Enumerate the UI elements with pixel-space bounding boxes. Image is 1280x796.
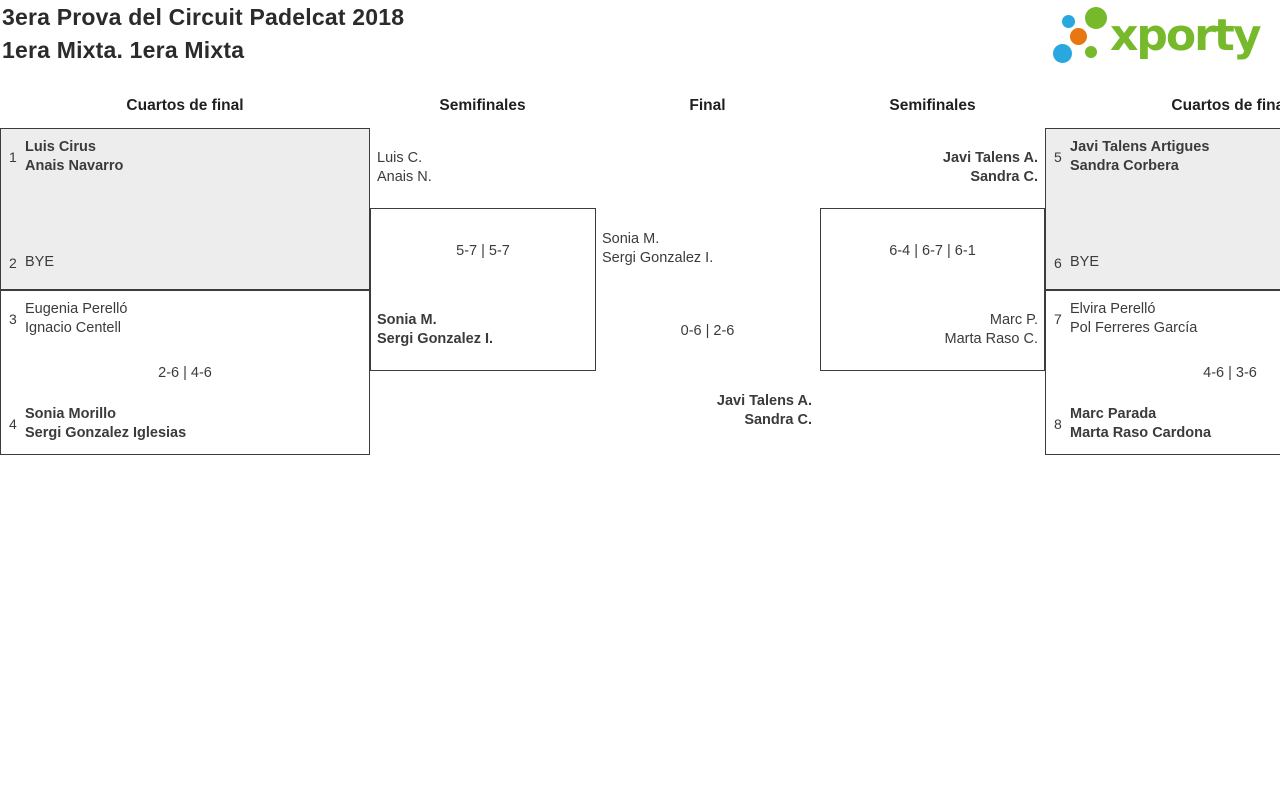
team-entry: 3 Eugenia Perelló Ignacio Centell bbox=[9, 300, 361, 338]
bye-label: BYE bbox=[25, 253, 54, 272]
team-name-line: Sergi Gonzalez I. bbox=[602, 250, 714, 266]
match-box-left-sf: 5-7 | 5-7 bbox=[370, 208, 596, 371]
seed-number: 1 bbox=[9, 149, 17, 165]
team-name-line: Sonia M. bbox=[377, 312, 437, 328]
team-entry: 2 BYE bbox=[9, 253, 361, 272]
logo-dot-icon bbox=[1062, 15, 1075, 28]
team-name-line: Sonia M. bbox=[602, 231, 660, 247]
team-label-final-top: Sonia M. Sergi Gonzalez I. bbox=[602, 230, 713, 268]
team-names: Javi Talens Artigues Sandra Corbera bbox=[1070, 138, 1209, 176]
match-box-right-sf: 6-4 | 6-7 | 6-1 bbox=[820, 208, 1045, 371]
team-name-line: Luis Cirus bbox=[25, 139, 96, 155]
team-entry: 4 Sonia Morillo Sergi Gonzalez Iglesias bbox=[9, 405, 361, 443]
team-name-line: Sandra C. bbox=[744, 412, 812, 428]
team-label-right-sf-bottom: Marc P. Marta Raso C. bbox=[820, 311, 1038, 349]
team-entry: 7 Elvira Perelló Pol Ferreres García bbox=[1054, 300, 1280, 338]
logo-dot-icon bbox=[1085, 46, 1097, 58]
team-names: Elvira Perelló Pol Ferreres García bbox=[1070, 300, 1197, 338]
match-score: 5-7 | 5-7 bbox=[456, 243, 510, 259]
match-box-right-qf-1: 5 Javi Talens Artigues Sandra Corbera 6 … bbox=[1045, 128, 1280, 290]
category-subtitle: 1era Mixta. 1era Mixta bbox=[2, 37, 245, 63]
team-name-line: Sandra Corbera bbox=[1070, 158, 1179, 174]
logo-dot-icon bbox=[1070, 28, 1087, 45]
match-score: 2-6 | 4-6 bbox=[158, 364, 212, 381]
match-score: 6-4 | 6-7 | 6-1 bbox=[889, 243, 976, 259]
tournament-title: 3era Prova del Circuit Padelcat 2018 bbox=[2, 4, 405, 30]
team-name-line: Luis C. bbox=[377, 150, 423, 166]
team-name-line: BYE bbox=[1070, 254, 1100, 270]
seed-number: 4 bbox=[9, 416, 17, 432]
bye-label: BYE bbox=[1070, 253, 1099, 272]
final-score: 0-6 | 2-6 bbox=[680, 323, 735, 339]
xporty-logo[interactable]: xporty bbox=[1048, 0, 1280, 80]
team-name-line: Anais Navarro bbox=[25, 158, 124, 174]
team-label-right-sf-top: Javi Talens A. Sandra C. bbox=[820, 149, 1038, 187]
seed-number: 7 bbox=[1054, 311, 1062, 327]
team-name-line: Marta Raso C. bbox=[944, 331, 1038, 347]
seed-number: 3 bbox=[9, 311, 17, 327]
team-name-line: Javi Talens A. bbox=[942, 150, 1038, 166]
seed-number: 2 bbox=[9, 254, 17, 271]
team-name-line: Elvira Perelló bbox=[1070, 301, 1156, 317]
team-name-line: Marta Raso Cardona bbox=[1070, 425, 1212, 441]
round-header-quarterfinals-left: Cuartos de final bbox=[126, 97, 244, 114]
round-header-final: Final bbox=[689, 97, 726, 114]
logo-dot-icon bbox=[1085, 7, 1107, 29]
logo-wordmark: xporty bbox=[1110, 10, 1262, 61]
team-name-line: Eugenia Perelló bbox=[25, 301, 128, 317]
seed-number: 8 bbox=[1054, 416, 1062, 432]
team-name-line: Pol Ferreres García bbox=[1070, 320, 1198, 336]
team-name-line: Sandra C. bbox=[970, 169, 1038, 185]
seed-number: 6 bbox=[1054, 254, 1062, 271]
team-names: Eugenia Perelló Ignacio Centell bbox=[25, 300, 127, 338]
team-label-left-sf-top: Luis C. Anais N. bbox=[377, 149, 432, 187]
team-names: Marc Parada Marta Raso Cardona bbox=[1070, 405, 1211, 443]
match-box-right-qf-2: 7 Elvira Perelló Pol Ferreres García 4-6… bbox=[1045, 290, 1280, 455]
seed-number: 5 bbox=[1054, 149, 1062, 165]
team-name-line: Sergi Gonzalez Iglesias bbox=[25, 425, 187, 441]
team-name-line: Ignacio Centell bbox=[25, 320, 121, 336]
team-entry: 6 BYE bbox=[1054, 253, 1280, 272]
team-name-line: Marc Parada bbox=[1070, 406, 1157, 422]
header-title-block: 3era Prova del Circuit Padelcat 2018 1er… bbox=[2, 1, 404, 67]
team-entry: 8 Marc Parada Marta Raso Cardona bbox=[1054, 405, 1280, 443]
team-names: Luis Cirus Anais Navarro bbox=[25, 138, 123, 176]
team-name-line: Javi Talens Artigues bbox=[1070, 139, 1210, 155]
team-entry: 5 Javi Talens Artigues Sandra Corbera bbox=[1054, 138, 1280, 176]
team-names: Sonia Morillo Sergi Gonzalez Iglesias bbox=[25, 405, 186, 443]
team-name-line: BYE bbox=[25, 254, 55, 270]
team-label-champion: Javi Talens A. Sandra C. bbox=[595, 392, 812, 430]
team-label-left-sf-bottom: Sonia M. Sergi Gonzalez I. bbox=[377, 311, 493, 349]
team-name-line: Anais N. bbox=[377, 169, 432, 185]
team-name-line: Marc P. bbox=[989, 312, 1038, 328]
team-name-line: Sonia Morillo bbox=[25, 406, 117, 422]
team-entry: 1 Luis Cirus Anais Navarro bbox=[9, 138, 361, 176]
round-header-semifinals-right: Semifinales bbox=[889, 97, 976, 114]
team-name-line: Javi Talens A. bbox=[716, 393, 812, 409]
round-header-quarterfinals-right: Cuartos de final bbox=[1171, 97, 1280, 114]
round-header-semifinals-left: Semifinales bbox=[439, 97, 526, 114]
logo-dot-icon bbox=[1053, 44, 1072, 63]
match-box-left-qf-1: 1 Luis Cirus Anais Navarro 2 BYE bbox=[0, 128, 370, 290]
match-score: 4-6 | 3-6 bbox=[1203, 364, 1257, 381]
match-box-left-qf-2: 3 Eugenia Perelló Ignacio Centell 2-6 | … bbox=[0, 290, 370, 455]
team-name-line: Sergi Gonzalez I. bbox=[377, 331, 494, 347]
